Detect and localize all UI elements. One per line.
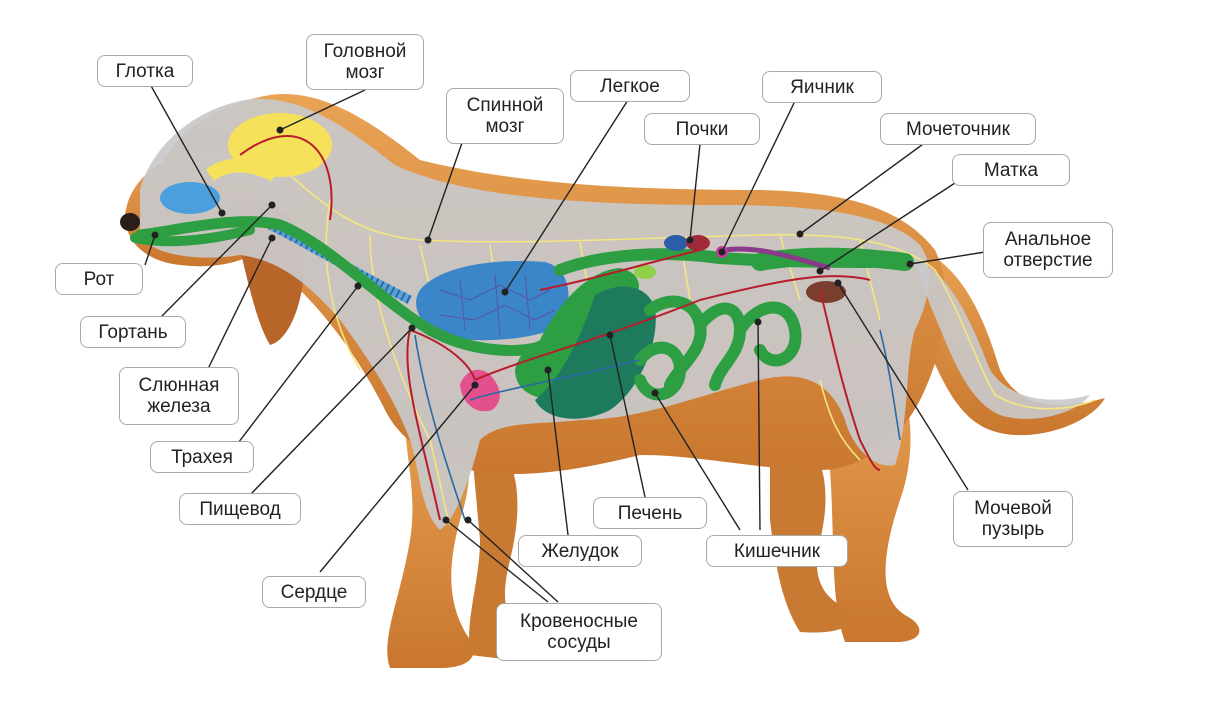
front-leg-left: [468, 430, 526, 659]
esophagus-shape: [134, 216, 551, 356]
bladder-shape: [806, 281, 846, 303]
label-heart: Сердце: [262, 576, 366, 608]
colon-shape: [751, 247, 914, 271]
label-mouth: Рот: [55, 263, 143, 295]
label-larynx: Гортань: [80, 316, 186, 348]
leader-dots: [151, 126, 914, 524]
label-esophagus: Пищевод: [179, 493, 301, 525]
lung-shape: [416, 260, 569, 341]
mouth-shape: [130, 225, 255, 247]
hind-leg-left: [770, 420, 853, 633]
label-bladder: Мочевой пузырь: [953, 491, 1073, 547]
label-kidneys: Почки: [644, 113, 760, 145]
label-ovary: Яичник: [762, 71, 882, 103]
gallbladder: [634, 265, 656, 279]
label-brain: Головной мозг: [306, 34, 424, 90]
label-trachea: Трахея: [150, 441, 254, 473]
label-intestine: Кишечник: [706, 535, 848, 567]
blood-vessels: [239, 135, 881, 521]
label-liver: Печень: [593, 497, 707, 529]
leader-lines: [144, 83, 986, 603]
nose: [120, 213, 140, 231]
brain-stem: [205, 158, 279, 182]
uterus-shape: [724, 246, 831, 271]
label-lung: Легкое: [570, 70, 690, 102]
label-blood-vessels: Кровеносные сосуды: [496, 603, 662, 661]
tail: [905, 245, 1105, 436]
lung-pattern: [439, 274, 556, 336]
label-stomach: Желудок: [518, 535, 642, 567]
pharynx-shape: [160, 182, 220, 214]
label-pharynx: Глотка: [97, 55, 193, 87]
label-anus: Анальное отверстие: [983, 222, 1113, 278]
liver-shape: [535, 286, 656, 419]
heart-shape: [460, 369, 500, 412]
label-ureter: Мочеточник: [880, 113, 1036, 145]
tail-overlay: [915, 260, 1090, 419]
label-uterus: Матка: [952, 154, 1070, 186]
label-salivary-gland: Слюнная железа: [119, 367, 239, 425]
blood-vessels-blue: [414, 329, 901, 521]
label-spinal-cord: Спинной мозг: [446, 88, 564, 144]
kidney-left: [664, 235, 688, 251]
